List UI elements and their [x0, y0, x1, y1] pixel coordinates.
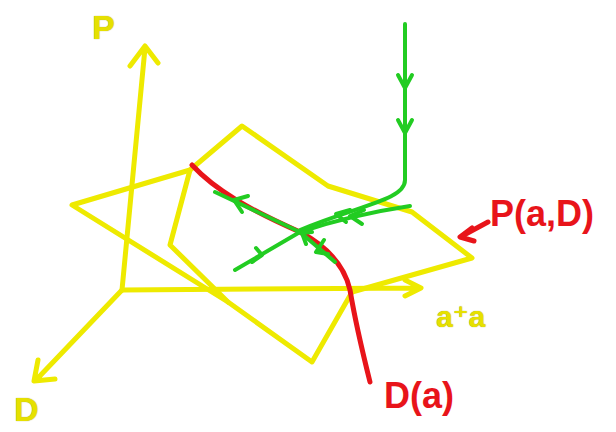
surface-outline: [72, 126, 472, 362]
a-axis: [122, 280, 421, 296]
flow-line: [215, 192, 300, 232]
curve-label: D(a): [384, 378, 454, 414]
flow-line: [300, 232, 335, 262]
flow-line: [235, 232, 300, 270]
flow-line: [300, 206, 410, 232]
axis-label: D: [14, 392, 39, 426]
equilibrium-curve: [192, 165, 370, 382]
surface-label: P(a,D): [490, 196, 594, 232]
flow-arrow: [302, 232, 328, 254]
flow-arrow: [252, 248, 262, 262]
flow-arrow: [336, 75, 412, 222]
flow-line: [300, 24, 405, 230]
axis-label: a⁺a: [436, 302, 485, 332]
flow-arrow: [350, 210, 364, 224]
flow-arrow: [234, 196, 248, 212]
axis-label: P: [92, 10, 115, 44]
d-axis: [34, 290, 122, 381]
pointer-arrow: [460, 222, 488, 241]
